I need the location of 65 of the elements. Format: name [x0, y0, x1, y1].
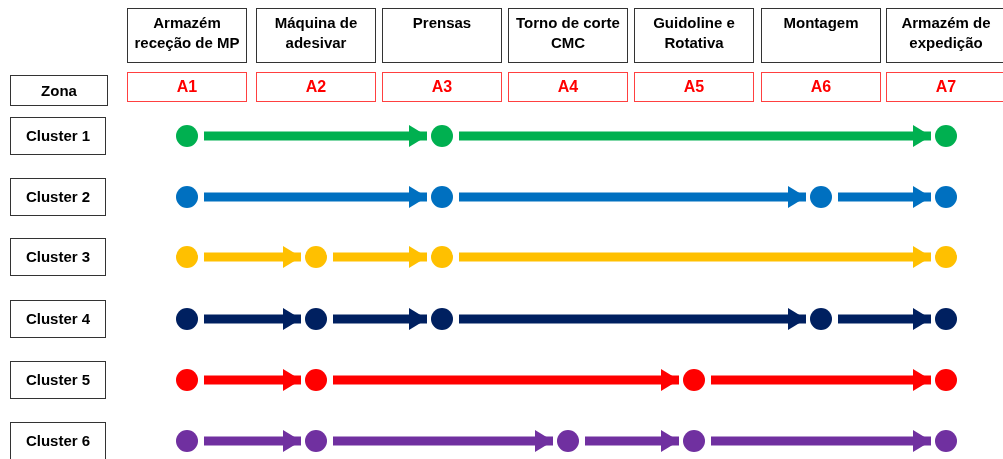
zone-box: A7 [886, 72, 1003, 102]
stop-dot [935, 308, 957, 330]
arrow [204, 246, 301, 268]
arrow [333, 308, 427, 330]
station-box: Prensas [382, 8, 502, 63]
zone-box: A2 [256, 72, 376, 102]
stop-dot [431, 308, 453, 330]
stop-dot [935, 186, 957, 208]
stop-dot [810, 186, 832, 208]
zone-box: A3 [382, 72, 502, 102]
stop-dot [176, 125, 198, 147]
cluster-box: Cluster 2 [10, 178, 106, 216]
arrow [204, 125, 427, 147]
stop-dot [176, 308, 198, 330]
arrow [711, 369, 931, 391]
stop-dot [176, 430, 198, 452]
arrow [333, 369, 679, 391]
zone-box: A4 [508, 72, 628, 102]
stop-dot [935, 430, 957, 452]
arrow [459, 308, 806, 330]
stop-dot [176, 246, 198, 268]
station-box: Torno de corte CMC [508, 8, 628, 63]
station-box: Armazém de expedição [886, 8, 1003, 63]
stop-dot [683, 430, 705, 452]
station-box: Máquina de adesivar [256, 8, 376, 63]
station-box: Guidoline e Rotativa [634, 8, 754, 63]
cluster-box: Cluster 3 [10, 238, 106, 276]
stop-dot [935, 125, 957, 147]
arrow [459, 246, 931, 268]
zone-box: A5 [634, 72, 754, 102]
arrow [204, 308, 301, 330]
station-box: Montagem [761, 8, 881, 63]
arrow [838, 186, 931, 208]
stop-dot [431, 246, 453, 268]
zone-box: A6 [761, 72, 881, 102]
arrow [711, 430, 931, 452]
arrow [459, 125, 931, 147]
cluster-box: Cluster 4 [10, 300, 106, 338]
arrow [585, 430, 679, 452]
row-header-box: Zona [10, 75, 108, 106]
arrow [204, 369, 301, 391]
arrow [459, 186, 806, 208]
cluster-box: Cluster 6 [10, 422, 106, 459]
stop-dot [935, 369, 957, 391]
arrow [204, 430, 301, 452]
stop-dot [683, 369, 705, 391]
stop-dot [810, 308, 832, 330]
stop-dot [557, 430, 579, 452]
stop-dot [431, 125, 453, 147]
arrow [838, 308, 931, 330]
stop-dot [305, 430, 327, 452]
cluster-box: Cluster 1 [10, 117, 106, 155]
stop-dot [431, 186, 453, 208]
stop-dot [305, 369, 327, 391]
stop-dot [176, 369, 198, 391]
stop-dot [935, 246, 957, 268]
arrow [333, 246, 427, 268]
arrow [333, 430, 553, 452]
station-box: Armazém receção de MP [127, 8, 247, 63]
stop-dot [305, 308, 327, 330]
cluster-box: Cluster 5 [10, 361, 106, 399]
arrow [204, 186, 427, 208]
stop-dot [305, 246, 327, 268]
stop-dot [176, 186, 198, 208]
zone-box: A1 [127, 72, 247, 102]
